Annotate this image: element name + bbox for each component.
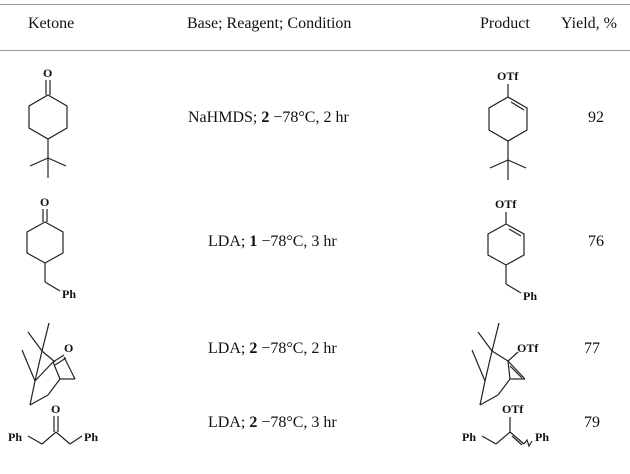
product-1-structure: OTf — [488, 69, 528, 180]
header-yield: Yield, % — [561, 15, 617, 32]
phenyl-label: Ph — [62, 287, 76, 301]
ketone-1-structure: O — [28, 66, 68, 178]
reagent: 2 — [261, 109, 270, 126]
triflate-label: OTf — [517, 341, 539, 355]
row-3-yield: 77 — [584, 340, 600, 357]
condition: −78°C, 2 hr — [261, 340, 337, 357]
product-2-structure: OTf Ph — [487, 197, 537, 303]
ketone-4-structure: Ph O Ph — [8, 402, 98, 445]
row-4-conditions: LDA; 2 −78°C, 3 hr — [208, 414, 337, 432]
reagent: 2 — [249, 414, 258, 431]
base: LDA; — [208, 340, 246, 357]
triflate-label: OTf — [495, 197, 517, 211]
oxygen-label: O — [40, 195, 49, 209]
condition: −78°C, 2 hr — [273, 109, 349, 126]
triflate-label: OTf — [497, 69, 519, 83]
header-conditions: Base; Reagent; Condition — [187, 15, 352, 32]
reagent: 1 — [249, 233, 258, 250]
phenyl-label: Ph — [535, 430, 549, 444]
row-3-conditions: LDA; 2 −78°C, 2 hr — [208, 340, 337, 358]
row-2-yield: 76 — [588, 233, 604, 250]
oxygen-label: O — [51, 402, 60, 416]
reagent: 2 — [249, 340, 258, 357]
base: NaHMDS; — [188, 109, 258, 126]
oxygen-label: O — [64, 341, 73, 355]
row-2-conditions: LDA; 1 −78°C, 3 hr — [208, 233, 337, 251]
product-4-structure: OTf Ph Ph — [462, 402, 549, 448]
phenyl-label: Ph — [84, 430, 98, 444]
header-ketone: Ketone — [28, 15, 75, 32]
base: LDA; — [208, 233, 246, 250]
oxygen-label: O — [43, 66, 52, 80]
base: LDA; — [208, 414, 246, 431]
row-4-yield: 79 — [584, 414, 600, 431]
phenyl-label: Ph — [8, 430, 22, 444]
ketone-3-structure: O — [21, 322, 76, 406]
top-rule — [0, 4, 630, 5]
triflate-label: OTf — [502, 402, 524, 416]
ketone-2-structure: O Ph — [26, 195, 76, 301]
phenyl-label: Ph — [462, 430, 476, 444]
condition: −78°C, 3 hr — [261, 414, 337, 431]
header-product: Product — [480, 15, 530, 32]
product-3-structure: OTf — [471, 322, 539, 406]
header-rule — [0, 50, 630, 51]
phenyl-label: Ph — [523, 289, 537, 303]
condition: −78°C, 3 hr — [261, 233, 337, 250]
row-1-yield: 92 — [588, 109, 604, 126]
row-1-conditions: NaHMDS; 2 −78°C, 2 hr — [188, 109, 349, 127]
